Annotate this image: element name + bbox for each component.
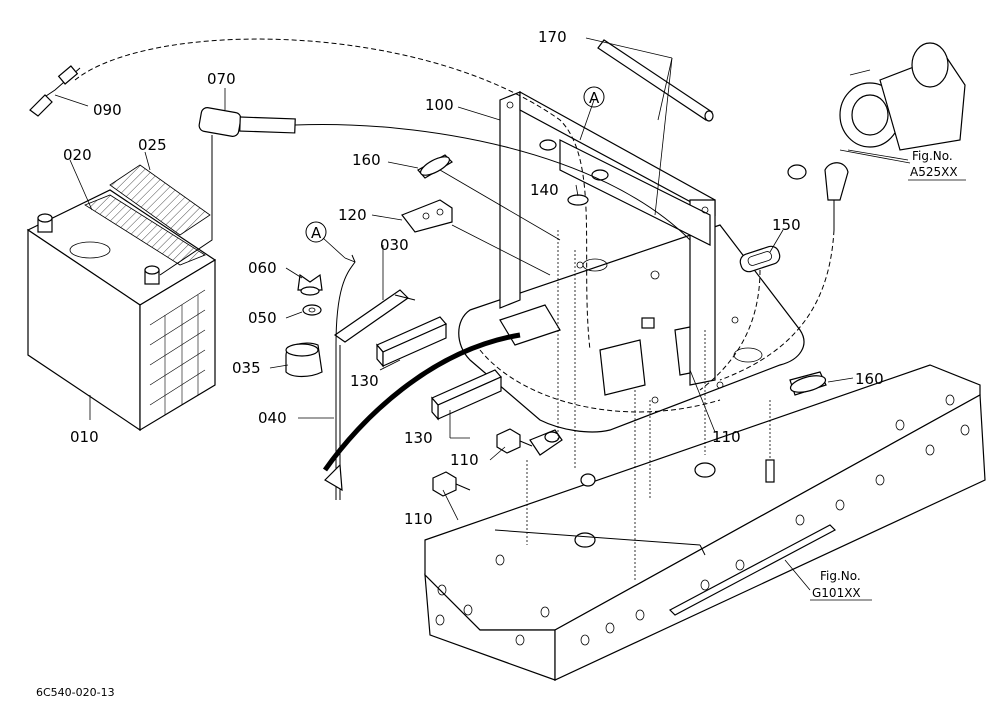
- callout-130-lower: 130: [404, 429, 433, 447]
- callout-035: 035: [232, 359, 261, 377]
- svg-text:A: A: [589, 89, 600, 107]
- bolt-lower: [432, 471, 471, 497]
- callout-100: 100: [425, 96, 454, 114]
- main-frame: [424, 364, 986, 681]
- pad-upper: [376, 316, 447, 368]
- drawing-code: 6C540-020-13: [36, 686, 115, 699]
- battery-bracket: [499, 90, 716, 386]
- callout-025: 025: [138, 136, 167, 154]
- callout-labels: 090 070 020 025 010 100 160 120 030 170 …: [63, 28, 884, 528]
- reference-marker-a-left: A: [305, 221, 327, 243]
- clamp-plate: [401, 199, 453, 233]
- callout-050: 050: [248, 309, 277, 327]
- grommet-140: [567, 194, 589, 206]
- starter-motor: [719, 42, 966, 381]
- callout-040: 040: [258, 409, 287, 427]
- frame-holes: [435, 394, 970, 646]
- callout-060: 060: [248, 259, 277, 277]
- bolt-middle: [496, 428, 533, 454]
- frame-boss: [574, 532, 596, 548]
- bolt-nut: [580, 473, 596, 487]
- battery-top-label: [84, 194, 206, 266]
- callout-150: 150: [772, 216, 801, 234]
- thick-cable: [322, 332, 521, 472]
- battery-terminal-positive: [144, 265, 160, 285]
- callout-160-lower: 160: [855, 370, 884, 388]
- rod-cover: [285, 342, 323, 378]
- svg-text:G101XX: G101XX: [812, 586, 861, 600]
- frame-stud: [765, 459, 775, 483]
- wing-nut: [297, 273, 323, 296]
- callout-120: 120: [338, 206, 367, 224]
- washer: [302, 304, 322, 316]
- callout-010: 010: [70, 428, 99, 446]
- warning-label: [109, 164, 211, 236]
- callout-020: 020: [63, 146, 92, 164]
- starter-nut: [787, 164, 807, 180]
- leader-lines: [54, 37, 909, 591]
- reference-marker-a-top: A: [583, 86, 605, 108]
- svg-text:Fig.No.: Fig.No.: [820, 569, 861, 583]
- grommet-upper: [417, 154, 453, 179]
- grommet-150: [739, 245, 781, 273]
- hold-down-rod: [324, 254, 356, 500]
- callout-160-upper: 160: [352, 151, 381, 169]
- figure-ref-frame: Fig.No. G101XX: [810, 569, 872, 601]
- callout-170: 170: [538, 28, 567, 46]
- negative-cable: [29, 38, 591, 351]
- battery-grid: [149, 289, 206, 415]
- frame-nut: [694, 462, 716, 478]
- callout-070: 070: [207, 70, 236, 88]
- grommet-lower: [789, 371, 827, 396]
- battery-terminal-negative: [37, 213, 53, 233]
- svg-text:Fig.No.: Fig.No.: [912, 149, 953, 163]
- cable-terminal: [529, 429, 563, 456]
- hold-down-bar: [333, 289, 416, 343]
- svg-text:A525XX: A525XX: [910, 165, 958, 179]
- callout-140: 140: [530, 181, 559, 199]
- callout-110-lower: 110: [404, 510, 433, 528]
- battery: [26, 189, 217, 432]
- rod: [597, 39, 714, 122]
- callout-030: 030: [380, 236, 409, 254]
- positive-cable: [159, 107, 691, 276]
- callout-110-right: 110: [712, 428, 741, 446]
- pad-lower: [431, 369, 502, 421]
- figure-ref-starter: Fig.No. A525XX: [908, 149, 966, 181]
- callout-130-upper: 130: [350, 372, 379, 390]
- callout-110-middle: 110: [450, 451, 479, 469]
- callout-090: 090: [93, 101, 122, 119]
- alignment-lines: [479, 230, 771, 580]
- svg-text:A: A: [311, 224, 322, 242]
